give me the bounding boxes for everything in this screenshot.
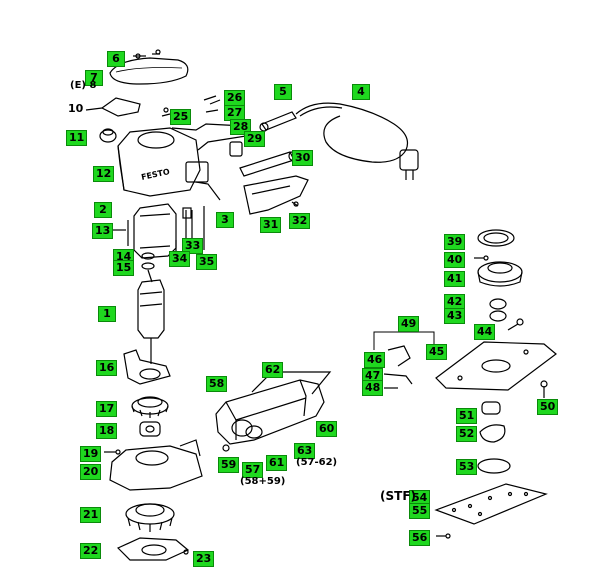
- callout-2: 2: [94, 202, 112, 218]
- callout-13: 13: [92, 223, 114, 239]
- part-cap-11: [99, 128, 117, 143]
- part-bracket-16: [123, 349, 171, 385]
- callout-41: 41: [444, 271, 466, 287]
- callout-50: 50: [537, 399, 559, 415]
- callout-3: 3: [216, 212, 234, 228]
- callout-11: 11: [66, 130, 88, 146]
- callout-16: 16: [96, 360, 118, 376]
- callout-30: 30: [292, 150, 314, 166]
- callout-23: 23: [193, 551, 215, 567]
- part-grommet-5: [259, 111, 297, 132]
- callout-27: 27: [224, 105, 246, 121]
- callout-43: 43: [444, 308, 466, 324]
- callout-49: 49: [398, 316, 420, 332]
- note-e8: (E) 8: [70, 80, 97, 91]
- part-lower-housing-20: [109, 439, 203, 491]
- part-bearing-18: [139, 421, 161, 437]
- part-ring-plate-22: [116, 537, 190, 561]
- callout-44: 44: [474, 324, 496, 340]
- note-stf: (STF): [380, 489, 416, 503]
- callout-51: 51: [456, 408, 478, 424]
- part-ring-53: [477, 458, 511, 474]
- note-range-57-62: (57-62): [296, 457, 338, 468]
- callout-45: 45: [426, 344, 448, 360]
- callout-31: 31: [260, 217, 282, 233]
- callout-33: 33: [182, 238, 204, 254]
- callout-12: 12: [93, 166, 115, 182]
- callout-22: 22: [80, 543, 102, 559]
- part-dust-extractor-57-63: [215, 371, 332, 445]
- part-handle-cover-31: [243, 175, 309, 215]
- part-screws-6: [133, 49, 161, 59]
- part-brushes-33-35: [175, 206, 205, 256]
- callout-34: 34: [169, 251, 191, 267]
- callout-52: 52: [456, 426, 478, 442]
- callout-4: 4: [352, 84, 370, 100]
- callout-63: 63: [294, 443, 316, 459]
- callout-25: 25: [170, 109, 192, 125]
- callout-55: 55: [409, 503, 431, 519]
- callout-20: 20: [80, 464, 102, 480]
- callout-7: 7: [85, 70, 103, 86]
- part-fan-21: [125, 503, 175, 532]
- part-armature-1: [137, 269, 165, 364]
- part-fan-17: [131, 396, 169, 418]
- callout-39: 39: [444, 234, 466, 250]
- callout-59: 59: [218, 457, 240, 473]
- part-stator-2: [133, 203, 177, 259]
- callout-46: 46: [364, 352, 386, 368]
- part-base-plate-45: [435, 341, 557, 391]
- part-clip-3: [195, 181, 221, 201]
- callout-1: 1: [98, 306, 116, 322]
- callout-62: 62: [262, 362, 284, 378]
- callout-40: 40: [444, 252, 466, 268]
- callout-48: 48: [362, 380, 384, 396]
- callout-29: 29: [244, 131, 266, 147]
- callout-18: 18: [96, 423, 118, 439]
- part-top-cover-7: [109, 57, 189, 85]
- callout-53: 53: [456, 459, 478, 475]
- part-ring-39: [477, 229, 515, 247]
- part-switch-28-29: [185, 141, 243, 183]
- part-eccentric-52: [479, 424, 506, 443]
- callout-32: 32: [289, 213, 311, 229]
- callout-10: 10: [68, 102, 84, 115]
- callout-6: 6: [107, 51, 125, 67]
- part-sanding-pad-55: [434, 483, 548, 525]
- part-power-cable-4: [295, 102, 419, 180]
- callout-21: 21: [80, 507, 102, 523]
- callout-58: 58: [206, 376, 228, 392]
- part-cable-sleeve-30: [239, 151, 296, 177]
- part-bearing-housing-41: [477, 261, 523, 287]
- part-screws-25-27: [161, 95, 221, 117]
- note-range-58-59: (58+59): [240, 476, 286, 487]
- callout-61: 61: [266, 455, 288, 471]
- callout-15: 15: [113, 260, 135, 276]
- callout-19: 19: [80, 446, 102, 462]
- part-plate-10: [100, 97, 141, 117]
- callout-56: 56: [409, 530, 431, 546]
- callout-42: 42: [444, 294, 466, 310]
- part-bearing-51: [481, 401, 501, 415]
- callout-54: 54: [409, 490, 431, 506]
- part-motor-housing-12: [117, 123, 247, 197]
- part-spring-clip-46-48: [383, 345, 413, 389]
- callout-17: 17: [96, 401, 118, 417]
- callout-5: 5: [274, 84, 292, 100]
- bracket-line-49: [373, 331, 435, 350]
- callout-26: 26: [224, 90, 246, 106]
- callout-60: 60: [316, 421, 338, 437]
- callout-35: 35: [196, 254, 218, 270]
- callout-57: 57: [242, 462, 264, 478]
